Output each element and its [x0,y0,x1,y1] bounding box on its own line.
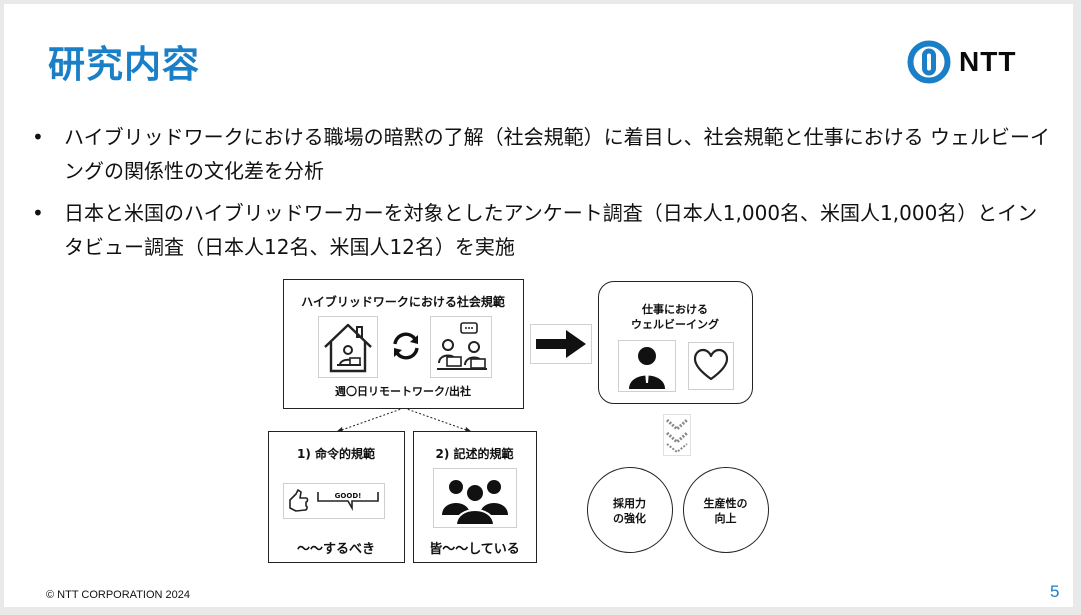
outcome-productivity-circle: 生産性の 向上 [683,467,769,553]
person-icon [618,340,676,392]
descriptive-norm-title: 2) 記述的規範 [435,447,514,461]
office-meeting-icon [430,316,492,378]
ntt-logo: NTT [907,40,1016,84]
wellbeing-box: 仕事における ウェルビーイング [598,281,753,404]
outcome-recruiting-circle: 採用力 の強化 [587,467,673,553]
wellbeing-title-line2: ウェルビーイング [631,318,719,331]
copyright-footer: © NTT CORPORATION 2024 [46,589,191,601]
bullet-item: • ハイブリッドワークにおける職場の暗黙の了解（社会規範）に着目し、社会規範と仕… [30,120,1050,188]
injunctive-norm-phrase: ～～するべき [296,542,375,557]
page-title: 研究内容 [48,43,200,86]
bullet-marker: • [32,201,44,225]
outcome-recruiting-line2: の強化 [613,512,646,525]
cycle-arrows-icon [390,330,422,362]
descriptive-norm-box: 2) 記述的規範 皆～～している [413,431,537,563]
thumbs-up-good-icon: GOOD! [283,483,385,519]
house-remote-icon [318,316,378,378]
hybrid-norms-caption: 週〇日リモートワーク/出社 [334,385,472,398]
injunctive-norm-title: 1) 命令的規範 [296,447,375,461]
bullet-list: • ハイブリッドワークにおける職場の暗黙の了解（社会規範）に着目し、社会規範と仕… [30,120,1050,272]
bullet-marker: • [32,125,44,149]
flow-arrow-icon [530,324,592,364]
outcome-productivity-line1: 生産性の [703,497,748,510]
logo-text: NTT [959,46,1017,77]
group-people-icon [433,468,517,528]
outcome-productivity-line2: 向上 [714,512,737,525]
chevron-down-icon [663,414,691,456]
bullet-text: 日本と米国のハイブリッドワーカーを対象としたアンケート調査（日本人1,000名、… [64,201,1038,259]
slide: 研究内容 NTT • ハイブリッドワークにおける職場の暗黙の了解（社会規範）に着… [4,4,1073,607]
heart-icon [688,342,734,390]
hybrid-norms-title: ハイブリッドワークにおける社会規範 [301,295,505,309]
bullet-text: ハイブリッドワークにおける職場の暗黙の了解（社会規範）に着目し、社会規範と仕事に… [64,125,1050,183]
ntt-logo-mark-icon [907,40,951,84]
connector-right [403,407,473,433]
injunctive-norm-box: 1) 命令的規範 GOOD! ～～するべき [268,431,405,563]
good-bubble-text: GOOD! [335,492,362,500]
page-number: 5 [1050,582,1060,601]
outcome-recruiting-line1: 採用力 [613,497,646,510]
bullet-item: • 日本と米国のハイブリッドワーカーを対象としたアンケート調査（日本人1,000… [30,196,1050,264]
connector-left [335,407,405,433]
hybrid-norms-box: ハイブリッドワークにおける社会規範 [283,279,524,409]
descriptive-norm-phrase: 皆～～している [429,542,520,557]
wellbeing-title-line1: 仕事における [642,303,708,316]
diagram-connectors [335,407,473,433]
